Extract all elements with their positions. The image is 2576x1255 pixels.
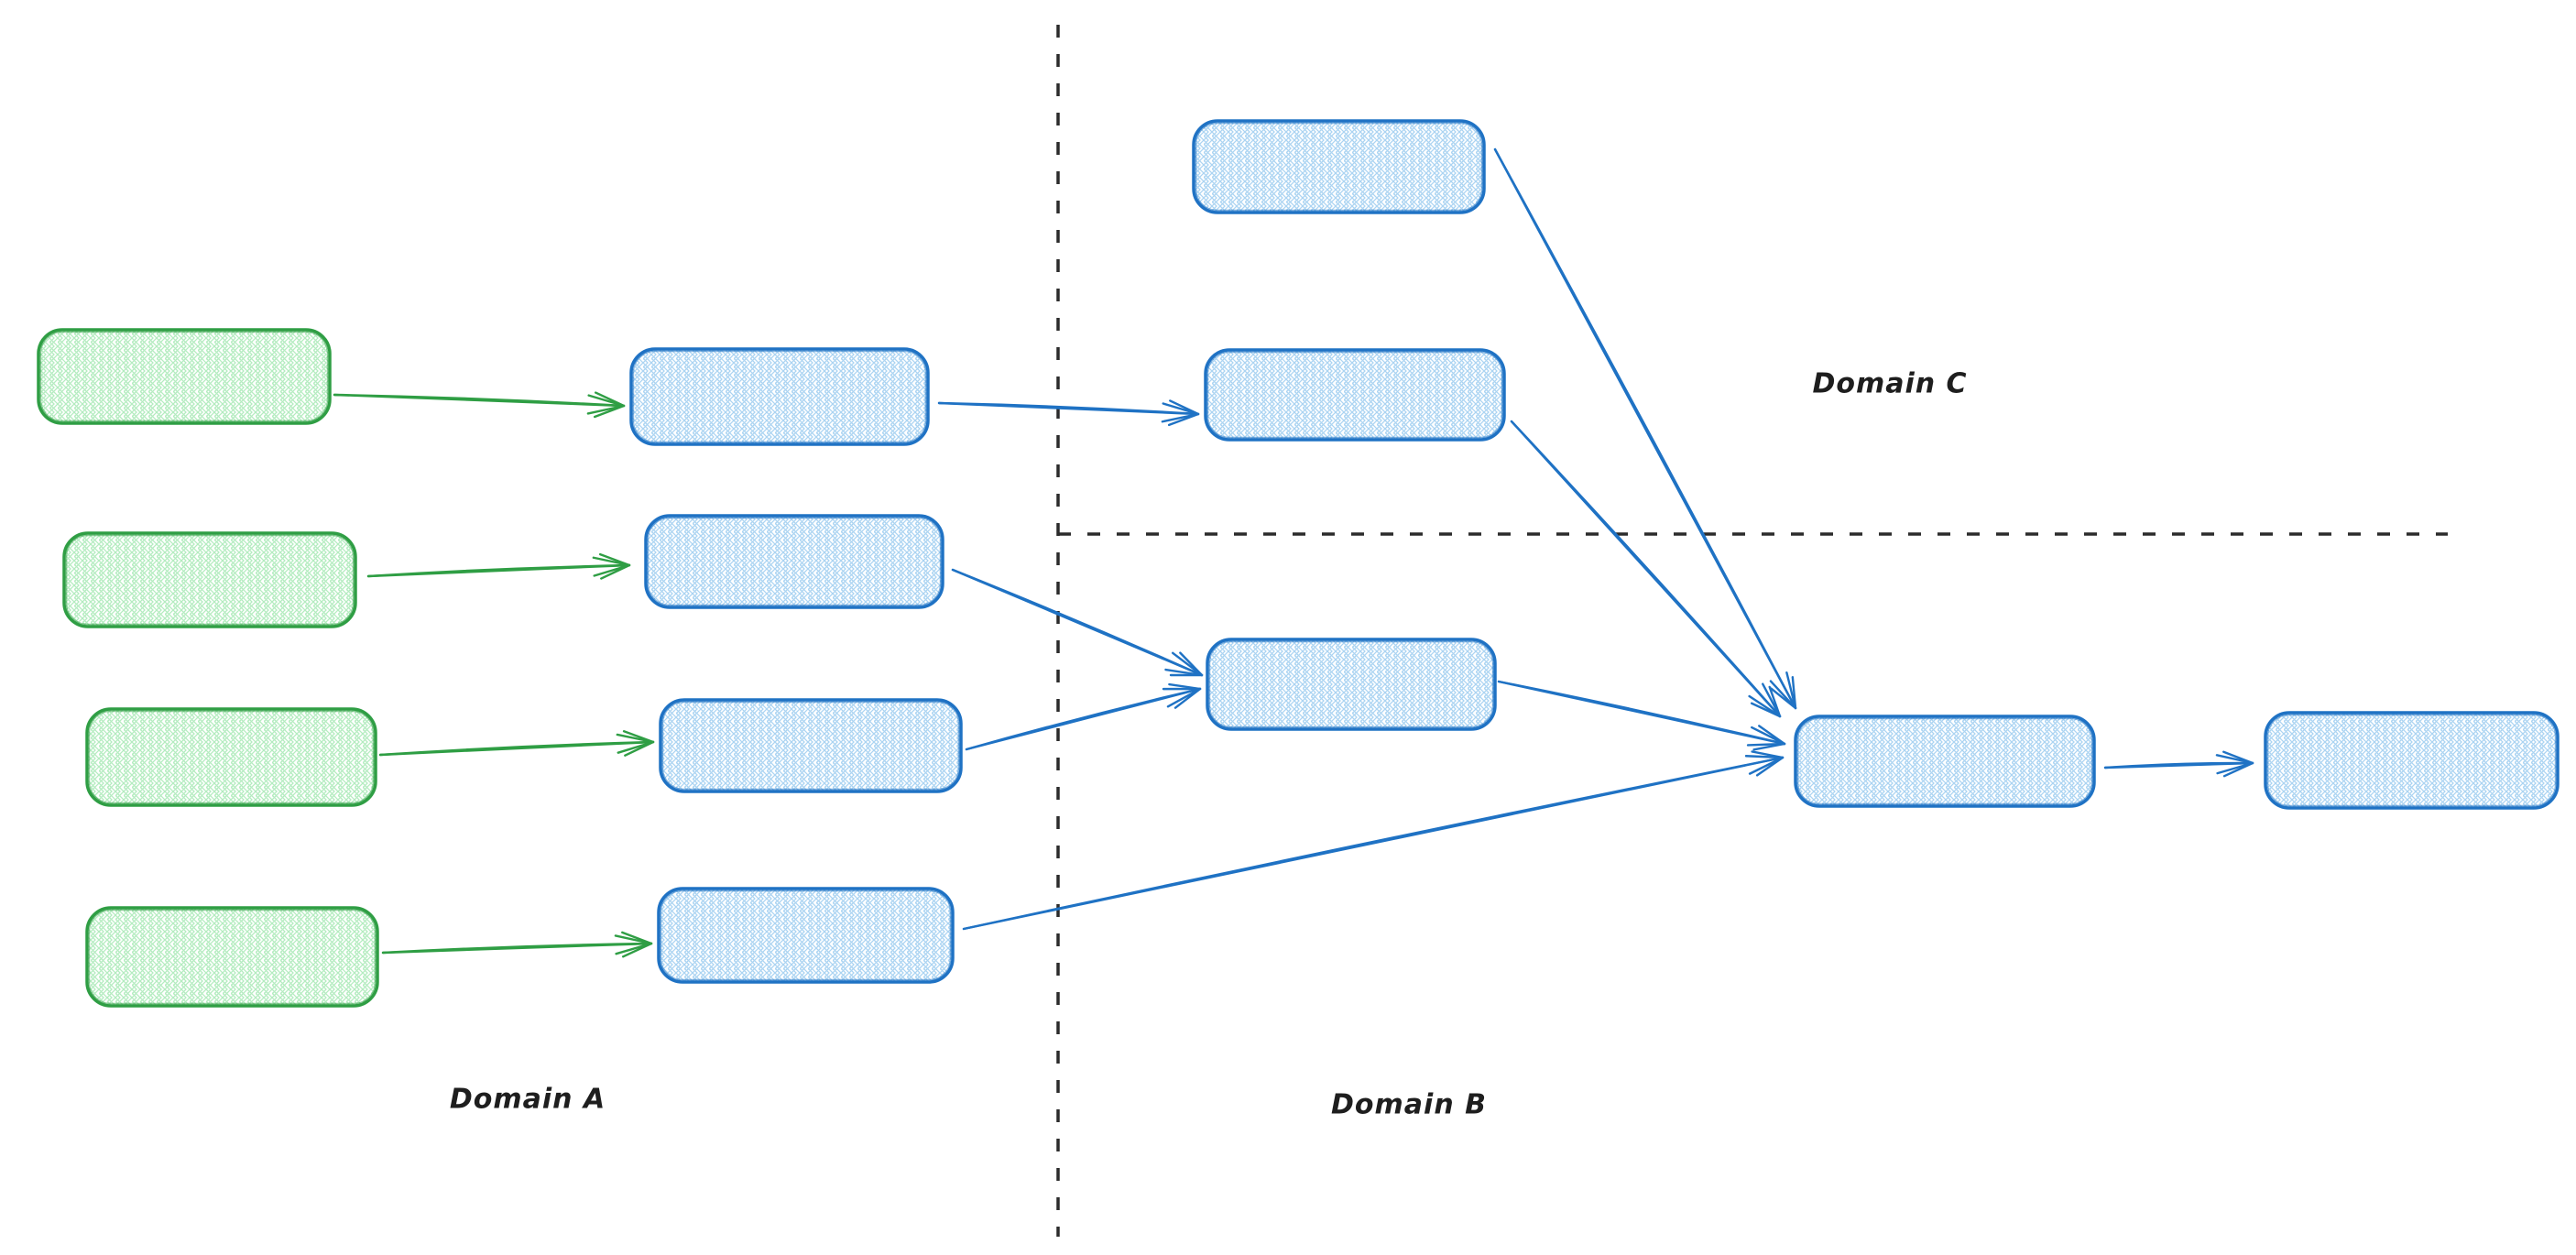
node-a-node-4[interactable] bbox=[657, 887, 955, 984]
node-a-source-3[interactable] bbox=[85, 707, 377, 807]
edge-c-node-1-to-b-hub[interactable] bbox=[1493, 147, 1797, 710]
edge-layer bbox=[333, 147, 2254, 958]
edge-b-node-1-to-b-hub[interactable] bbox=[1510, 420, 1782, 718]
edge-a-source-3-to-a-node-3[interactable] bbox=[378, 730, 655, 757]
edge-b-node-2-to-b-hub[interactable] bbox=[1497, 680, 1786, 751]
node-a-source-4[interactable] bbox=[85, 906, 379, 1008]
edge-a-node-1-to-b-node-1[interactable] bbox=[937, 399, 1200, 427]
node-a-source-2[interactable] bbox=[62, 531, 357, 628]
node-a-node-1[interactable] bbox=[629, 347, 930, 446]
edge-a-node-4-to-b-hub[interactable] bbox=[962, 750, 1785, 931]
label-domain-a[interactable]: Domain A bbox=[449, 1083, 606, 1116]
node-c-node-1[interactable] bbox=[1192, 119, 1486, 214]
node-b-sink[interactable] bbox=[2264, 711, 2560, 810]
edge-a-node-2-to-b-node-2[interactable] bbox=[951, 568, 1204, 677]
label-domain-c[interactable]: Domain C bbox=[1812, 367, 1968, 400]
label-domain-b[interactable]: Domain B bbox=[1331, 1088, 1487, 1121]
edge-a-node-3-to-b-node-2[interactable] bbox=[965, 682, 1202, 751]
node-a-node-2[interactable] bbox=[644, 514, 944, 609]
node-a-source-1[interactable] bbox=[37, 328, 332, 425]
node-layer bbox=[37, 119, 2560, 1008]
node-b-node-1[interactable] bbox=[1204, 348, 1506, 442]
edge-a-source-2-to-a-node-2[interactable] bbox=[366, 552, 631, 580]
node-a-node-3[interactable] bbox=[659, 698, 963, 793]
edge-b-hub-to-b-sink[interactable] bbox=[2103, 750, 2254, 778]
edge-a-source-4-to-a-node-4[interactable] bbox=[381, 931, 653, 958]
node-b-hub[interactable] bbox=[1794, 715, 2096, 808]
node-b-node-2[interactable] bbox=[1206, 638, 1497, 731]
edge-a-source-1-to-a-node-1[interactable] bbox=[333, 391, 626, 419]
